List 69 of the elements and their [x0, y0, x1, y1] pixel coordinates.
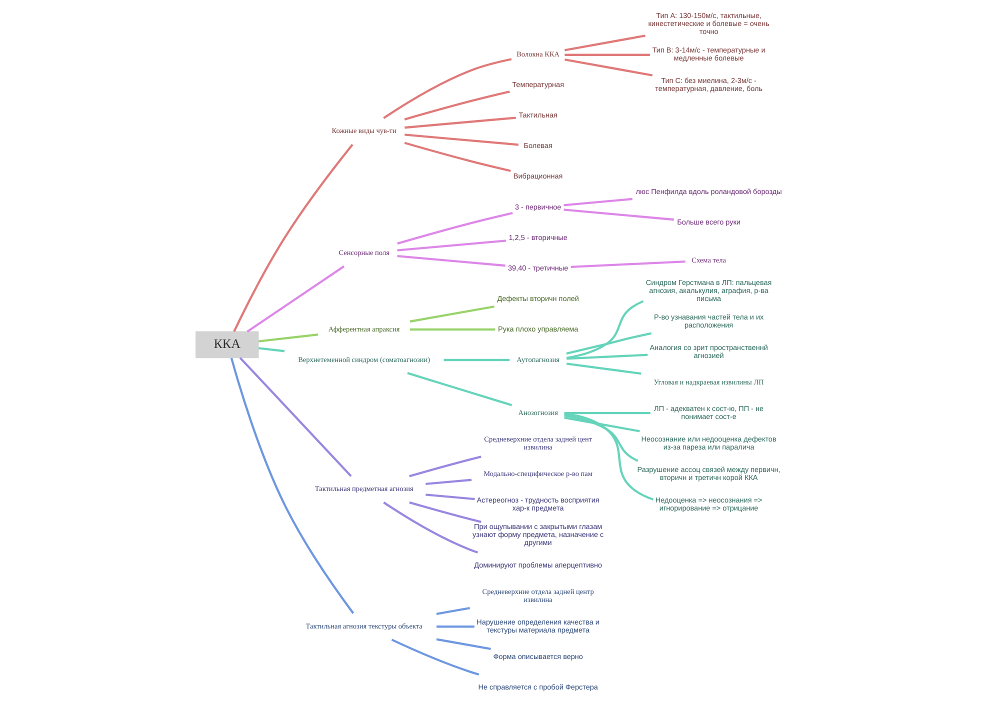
- node-text: Форма описывается верно: [493, 652, 583, 661]
- connector: [566, 362, 642, 375]
- connector: [566, 300, 644, 360]
- connector: [564, 412, 654, 501]
- connector: [383, 58, 512, 119]
- connector: [570, 260, 686, 268]
- node-text: Тактильная: [518, 110, 558, 120]
- connector: [564, 198, 632, 206]
- connector: [564, 208, 674, 221]
- node-text: 1,2,5 - вторичные: [508, 232, 568, 242]
- connector: [410, 306, 494, 323]
- node-box: ККА: [196, 331, 259, 358]
- connector: [397, 240, 506, 252]
- connector: [246, 265, 345, 333]
- connector: [436, 626, 474, 628]
- connector: [233, 144, 354, 332]
- node-text: Нарушение определения качества и текстуры материала предмета: [476, 617, 600, 634]
- node-text: Температурная: [512, 80, 564, 90]
- node-text: Недооценка => неосознания => игнорирование => отрицание: [655, 495, 762, 512]
- connector: [404, 90, 510, 120]
- connector: [407, 372, 512, 406]
- connector: [397, 212, 513, 245]
- node-text: Рука плохо управляема: [498, 324, 578, 334]
- node-text: ЛП - адекватен к сост-ю, ПП - не понимает сост-е: [654, 404, 764, 421]
- connector: [404, 142, 511, 172]
- connector: [564, 58, 653, 76]
- node-text: Синдром Герстмана в ЛП: пальцевая агнозия, акалькулия, аграфия, р-ва письма: [646, 278, 772, 303]
- connector: [566, 332, 652, 355]
- node-text: Тип C: без миелина, 2-3м/с - температурная, давление, боль: [655, 76, 763, 94]
- connector: [404, 116, 516, 129]
- node-text: 39,40 - третичные: [508, 263, 568, 272]
- node-text: При ощупывании с закрытыми глазам узнают форму предмета, назначение с другими: [472, 522, 604, 547]
- node-text: 3 - первичное: [514, 202, 562, 212]
- connector: [409, 501, 482, 524]
- connector: [239, 357, 352, 477]
- connector: [426, 478, 472, 486]
- node-text: люс Пенфилда вдоль роландовой борозды: [636, 186, 782, 196]
- connector: [444, 358, 510, 362]
- node-text: Больше всего руки: [677, 218, 740, 227]
- node-text: Тип А: 130-150м/с, тактильные, кинестетические и болевые = очень точно: [648, 11, 770, 36]
- connector: [409, 456, 482, 478]
- connector: [564, 34, 646, 52]
- connector: [566, 354, 648, 360]
- node-text: Болевая: [524, 141, 552, 150]
- connector: [258, 347, 285, 352]
- connector: [391, 638, 480, 676]
- node-text: Р-во узнавания частей тела и их расположения: [654, 312, 764, 330]
- node-text: Аналогия со зрит пространственнй агнозией: [650, 342, 768, 360]
- connector: [426, 494, 475, 500]
- connector: [436, 606, 470, 616]
- connector: [436, 638, 491, 650]
- connector: [258, 334, 318, 342]
- connector: [564, 416, 640, 432]
- node-text: Астереогноз - трудность восприятия хар-к предмета: [476, 495, 600, 512]
- node-text: Неосознание или недооценка дефектов из-за пареза или паралича: [641, 434, 776, 452]
- connector: [564, 414, 638, 462]
- connector: [397, 254, 506, 267]
- connector: [230, 358, 354, 614]
- node-text: Тип B: 3-14м/с - температурные и медленные болевые: [652, 46, 766, 63]
- node-text: Не справляется с пробой Ферстера: [478, 682, 598, 692]
- connector: [404, 134, 519, 146]
- node-text: Дефекты вторичн полей: [497, 294, 579, 303]
- node-text: Вибрационная: [513, 172, 563, 181]
- connector: [410, 328, 496, 331]
- connector: [564, 54, 650, 56]
- node-text: Доминируют проблемы аперцептивно: [474, 560, 602, 570]
- connector: [564, 412, 650, 414]
- node-text: Разрушение ассоц связей между первичн, вторичн и третичн корой ККА: [637, 464, 780, 482]
- connector: [383, 502, 478, 554]
